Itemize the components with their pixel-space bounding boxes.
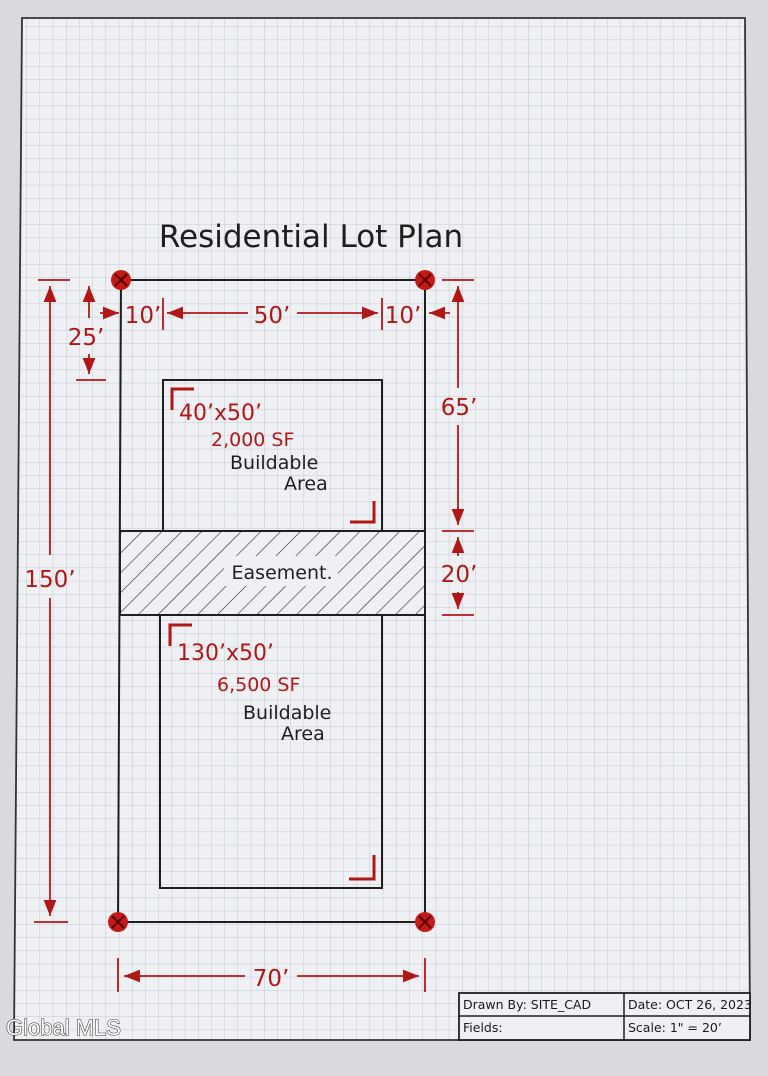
dim-front-width: 50’ (254, 303, 291, 329)
lower-area-corner-marker-tl (168, 623, 192, 646)
easement-label: Easement. (232, 562, 333, 584)
dim-upper-depth: 65’ (441, 395, 478, 421)
corner-marker-bottom-right (415, 912, 435, 932)
upper-area-sf: 2,000 SF (211, 429, 294, 451)
lower-area-label-line1: Buildable (243, 702, 331, 724)
watermark-logo: Global MLS (6, 1015, 121, 1040)
lower-buildable-area-outline (159, 614, 383, 889)
dim-left-setback: 10’ (125, 303, 162, 329)
upper-area-corner-marker-tl (170, 387, 194, 410)
dim-total-width: 70’ (253, 966, 290, 992)
upper-area-dims: 40’x50’ (179, 401, 262, 426)
dim-right-setback: 10’ (385, 303, 422, 329)
page-title: Residential Lot Plan (159, 219, 463, 255)
title-block (458, 992, 751, 1041)
upper-area-label-line2: Area (284, 473, 328, 495)
title-block-fields: Fields: (463, 1020, 503, 1035)
dimension-lines (34, 279, 474, 992)
lower-area-dims: 130’x50’ (177, 641, 274, 666)
lower-area-sf: 6,500 SF (217, 674, 300, 696)
upper-area-corner-marker-br (350, 501, 376, 524)
easement-strip (119, 530, 426, 616)
upper-area-label-line1: Buildable (230, 452, 318, 474)
dim-total-depth: 150’ (24, 567, 75, 593)
title-block-date: Date: OCT 26, 2023 (628, 997, 752, 1012)
corner-marker-bottom-left (108, 912, 128, 932)
corner-marker-top-left (111, 270, 131, 290)
title-block-drawn-by: Drawn By: SITE_CAD (463, 997, 591, 1012)
title-block-scale: Scale: 1" = 20’ (628, 1020, 722, 1035)
dim-front-setback: 25’ (68, 325, 105, 351)
lower-area-label-line2: Area (281, 723, 325, 745)
dim-easement-depth: 20’ (441, 562, 478, 588)
lower-area-corner-marker-br (349, 855, 376, 881)
corner-marker-top-right (415, 270, 435, 290)
